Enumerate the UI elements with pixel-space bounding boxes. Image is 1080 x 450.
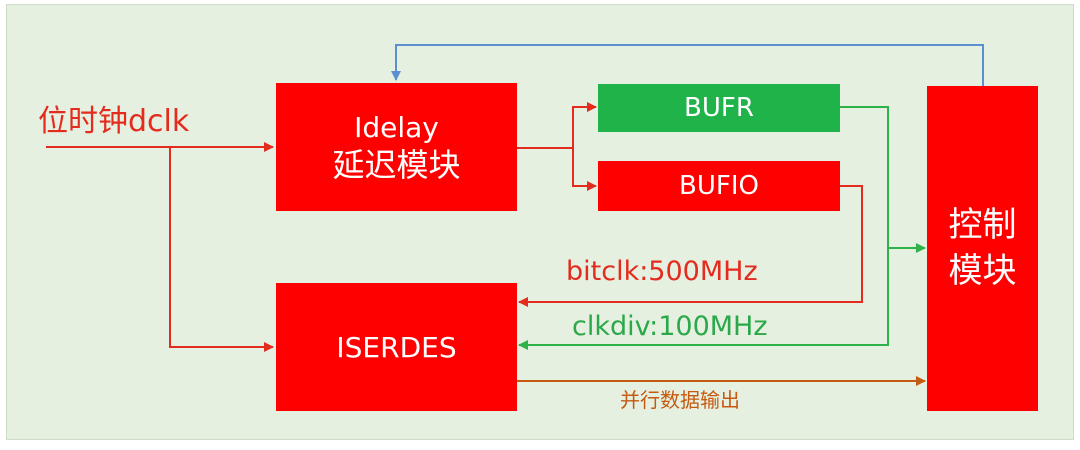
control-label-line2: 模块	[948, 250, 1017, 291]
iserdes-label: ISERDES	[336, 330, 457, 364]
wire-control-feedback	[391, 44, 984, 86]
wire-dclk-to-iserdes	[169, 147, 274, 352]
idelay-subtitle: 延迟模块	[332, 145, 461, 184]
bitclk-label: bitclk:500MHz	[566, 256, 758, 287]
idelay-block: Idelay 延迟模块	[276, 83, 517, 211]
bufio-block: BUFIO	[598, 161, 840, 211]
wire-bitclk	[518, 185, 863, 307]
clkdiv-label: clkdiv:100MHz	[572, 311, 768, 342]
parallel-output-label: 并行数据输出	[620, 388, 740, 412]
bufio-label: BUFIO	[679, 170, 759, 201]
iserdes-block: ISERDES	[276, 283, 517, 411]
input-clock-label: 位时钟dclk	[38, 104, 190, 139]
idelay-title: Idelay	[354, 110, 439, 144]
control-label-line1: 控制	[948, 204, 1017, 245]
control-block: 控制 模块	[927, 86, 1038, 411]
wire-clkdiv	[518, 106, 889, 350]
wire-idelay-to-bufio	[572, 148, 597, 191]
bufr-label: BUFR	[684, 92, 754, 123]
bufr-block: BUFR	[598, 84, 840, 132]
diagram-background	[6, 4, 1074, 440]
wire-idelay-to-bufr	[517, 102, 597, 149]
